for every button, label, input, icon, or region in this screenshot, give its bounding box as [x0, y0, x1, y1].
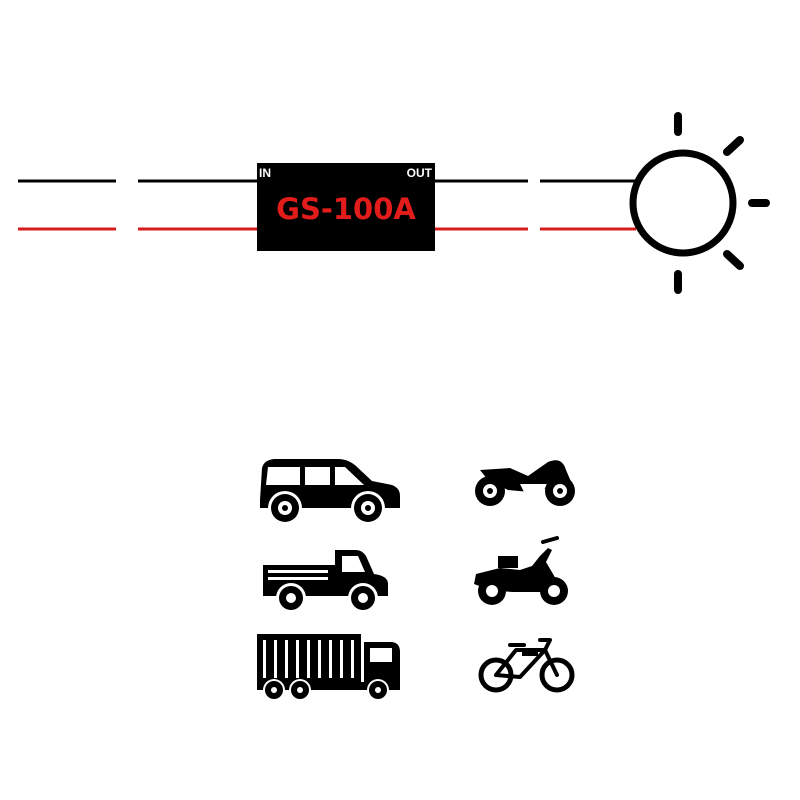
motorcycle-icon: [475, 460, 575, 506]
cargo-truck-icon: [257, 634, 400, 701]
sun-light-icon: [629, 112, 770, 294]
module-out-label: OUT: [407, 166, 433, 180]
module-body: [257, 163, 435, 251]
module-name: GS-100A: [276, 192, 416, 226]
gs-100a-module: IN OUT GS-100A: [257, 163, 435, 251]
electric-bicycle-icon: [478, 638, 575, 693]
wires: [18, 179, 636, 231]
pickup-truck-icon: [263, 550, 388, 613]
module-in-label: IN: [259, 166, 271, 180]
suv-car-icon: [260, 459, 400, 525]
scooter-icon: [474, 536, 568, 605]
